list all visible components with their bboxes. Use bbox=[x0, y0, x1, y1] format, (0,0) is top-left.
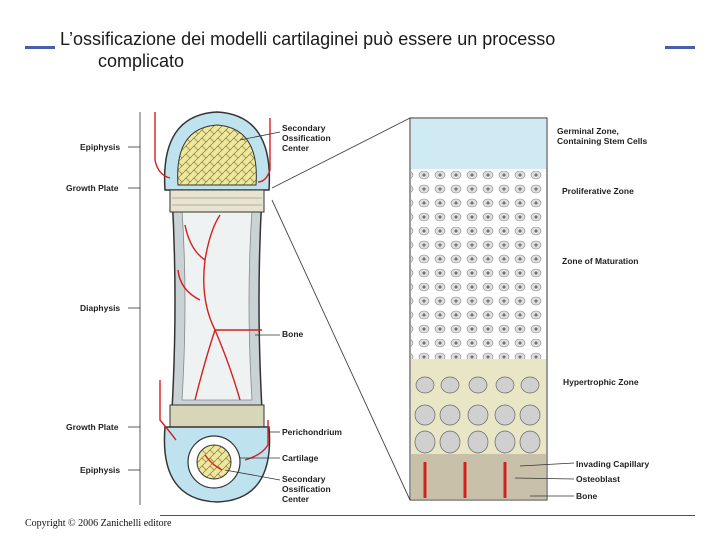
label-diaphysis: Diaphysis bbox=[80, 303, 120, 313]
label-epiphysis-top: Epiphysis bbox=[80, 142, 120, 152]
copyright-text: Copyright © 2006 Zanichelli editore bbox=[25, 518, 172, 529]
label-maturation: Zone of Maturation bbox=[562, 256, 639, 266]
label-zone-bone: Bone bbox=[576, 491, 598, 501]
title-accent-right bbox=[665, 46, 695, 49]
footer-rule bbox=[160, 515, 695, 516]
growth-plate-cross-section bbox=[409, 117, 548, 501]
zone-labels: Germinal Zone, Containing Stem Cells Pro… bbox=[514, 126, 649, 501]
slide-title: L’ossificazione dei modelli cartilaginei… bbox=[60, 28, 660, 72]
label-secondary-bottom-2: Ossification bbox=[282, 484, 331, 494]
label-proliferative: Proliferative Zone bbox=[562, 186, 634, 196]
label-germinal-1: Germinal Zone, bbox=[557, 126, 619, 136]
label-secondary-top-3: Center bbox=[282, 143, 310, 153]
left-labels: Epiphysis Growth Plate Diaphysis Growth … bbox=[66, 112, 141, 505]
label-epiphysis-bottom: Epiphysis bbox=[80, 465, 120, 475]
label-secondary-bottom-3: Center bbox=[282, 494, 310, 504]
label-hypertrophic: Hypertrophic Zone bbox=[563, 377, 639, 387]
label-germinal-2: Containing Stem Cells bbox=[557, 136, 647, 146]
label-growth-plate-top: Growth Plate bbox=[66, 183, 119, 193]
title-line-1: L’ossificazione dei modelli cartilaginei… bbox=[60, 29, 556, 49]
label-secondary-top-2: Ossification bbox=[282, 133, 331, 143]
title-accent-left bbox=[25, 46, 55, 49]
label-cartilage: Cartilage bbox=[282, 453, 319, 463]
title-line-2: complicato bbox=[98, 51, 185, 71]
long-bone bbox=[154, 111, 271, 503]
label-capillary: Invading Capillary bbox=[576, 459, 649, 469]
label-secondary-top-1: Secondary bbox=[282, 123, 326, 133]
label-secondary-bottom-1: Secondary bbox=[282, 474, 326, 484]
label-growth-plate-bottom: Growth Plate bbox=[66, 422, 119, 432]
label-bone: Bone bbox=[282, 329, 304, 339]
label-perichondrium: Perichondrium bbox=[282, 427, 342, 437]
zoom-lines bbox=[271, 117, 411, 501]
bone-labels: Secondary Ossification Center Bone Peric… bbox=[224, 123, 342, 504]
label-osteoblast: Osteoblast bbox=[576, 474, 620, 484]
